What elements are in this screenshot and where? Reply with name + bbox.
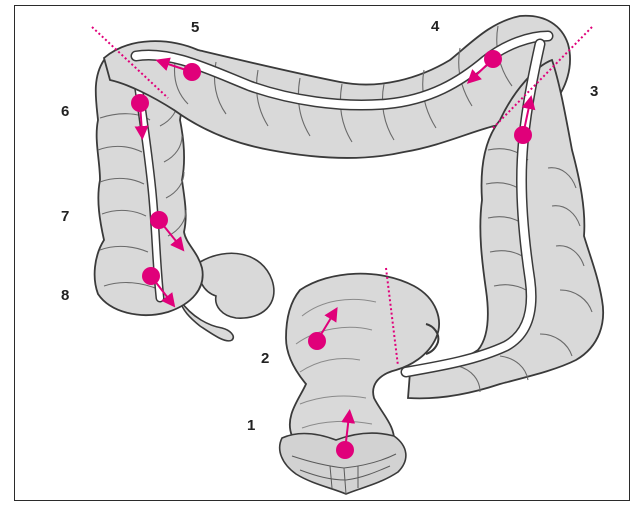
marker-3 [514, 126, 532, 144]
marker-1 [336, 441, 354, 459]
marker-4 [484, 50, 502, 68]
label-4: 4 [431, 19, 439, 34]
marker-7 [150, 211, 168, 229]
label-6: 6 [61, 104, 69, 119]
marker-8 [142, 267, 160, 285]
label-2: 2 [261, 351, 269, 366]
marker-2 [308, 332, 326, 350]
label-1: 1 [247, 418, 255, 433]
label-7: 7 [61, 209, 69, 224]
marker-5 [183, 63, 201, 81]
label-8: 8 [61, 288, 69, 303]
label-3: 3 [590, 84, 598, 99]
marker-6 [131, 94, 149, 112]
label-5: 5 [191, 20, 199, 35]
